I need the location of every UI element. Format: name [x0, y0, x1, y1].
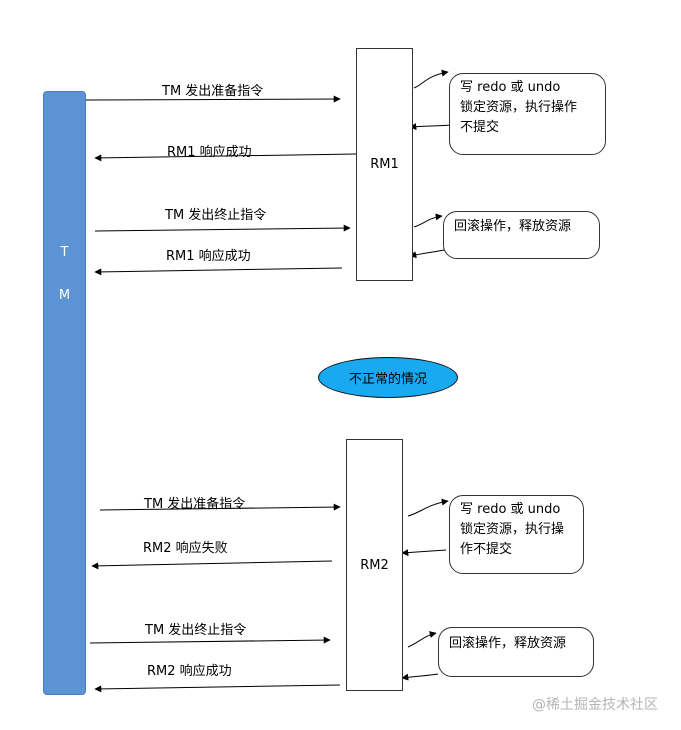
tm-bar: T M	[43, 91, 86, 695]
note-line: 写 redo 或 undo	[460, 502, 561, 517]
arrow-rm2-reply-2	[94, 684, 341, 693]
abnormal-case-ellipse: 不正常的情况	[318, 357, 458, 398]
rm1-note-prepare: 写 redo 或 undo 锁定资源，执行操作 不提交	[449, 73, 606, 155]
abnormal-case-label: 不正常的情况	[348, 372, 427, 387]
arrow-rm1-to-rollback	[413, 213, 443, 228]
arrow-rm2-reply	[91, 560, 333, 570]
arrow-rm1-to-note	[413, 69, 449, 89]
label-rm1-prepare: TM 发出准备指令	[162, 84, 264, 99]
note-line: 不提交	[460, 120, 500, 135]
note-line: 回滚操作，释放资源	[454, 219, 572, 234]
label-rm2-reply: RM2 响应失败	[143, 541, 228, 556]
rm2-note-prepare: 写 redo 或 undo 锁定资源，执行操 作不提交	[449, 495, 584, 574]
rm1-box: RM1	[356, 48, 413, 281]
rm2-note-rollback: 回滚操作，释放资源	[438, 627, 594, 677]
note-line: 锁定资源，执行操作	[460, 100, 578, 115]
arrow-rm2-to-rollback	[407, 631, 437, 648]
note-line: 作不提交	[460, 542, 513, 557]
arrow-rm1-prepare	[85, 95, 341, 103]
arrow-rm2-prepare	[99, 503, 341, 511]
arrow-rm2-abort	[89, 636, 331, 644]
rm2-label: RM2	[360, 557, 389, 573]
label-rm2-prepare: TM 发出准备指令	[144, 497, 246, 512]
label-rm1-reply: RM1 响应成功	[167, 145, 252, 160]
label-rm2-abort: TM 发出终止指令	[145, 623, 247, 638]
note-line: 回滚操作，释放资源	[449, 636, 567, 651]
rm2-box: RM2	[346, 439, 403, 691]
label-rm1-abort: TM 发出终止指令	[165, 208, 267, 223]
watermark: @稀土掘金技术社区	[532, 697, 658, 713]
arrow-rm1-reply	[94, 153, 357, 162]
arrow-rm1-abort	[94, 224, 351, 232]
tm-letter-t: T	[60, 245, 69, 260]
note-line: 写 redo 或 undo	[460, 80, 561, 95]
tm-letter-m: M	[58, 288, 71, 303]
rm1-note-rollback: 回滚操作，释放资源	[443, 211, 600, 259]
rm1-label: RM1	[370, 157, 399, 172]
arrow-note-to-rm2	[401, 549, 447, 557]
label-rm2-reply-2: RM2 响应成功	[147, 664, 232, 679]
arrow-rm2-to-note	[407, 498, 449, 517]
arrow-rm1-reply-2	[94, 267, 343, 276]
arrow-rollback-to-rm1	[409, 249, 445, 259]
label-rm1-reply-2: RM1 响应成功	[166, 249, 251, 264]
arrow-note-to-rm1	[409, 123, 453, 131]
note-line: 锁定资源，执行操	[460, 522, 565, 537]
arrow-rollback-to-rm2	[401, 673, 439, 681]
